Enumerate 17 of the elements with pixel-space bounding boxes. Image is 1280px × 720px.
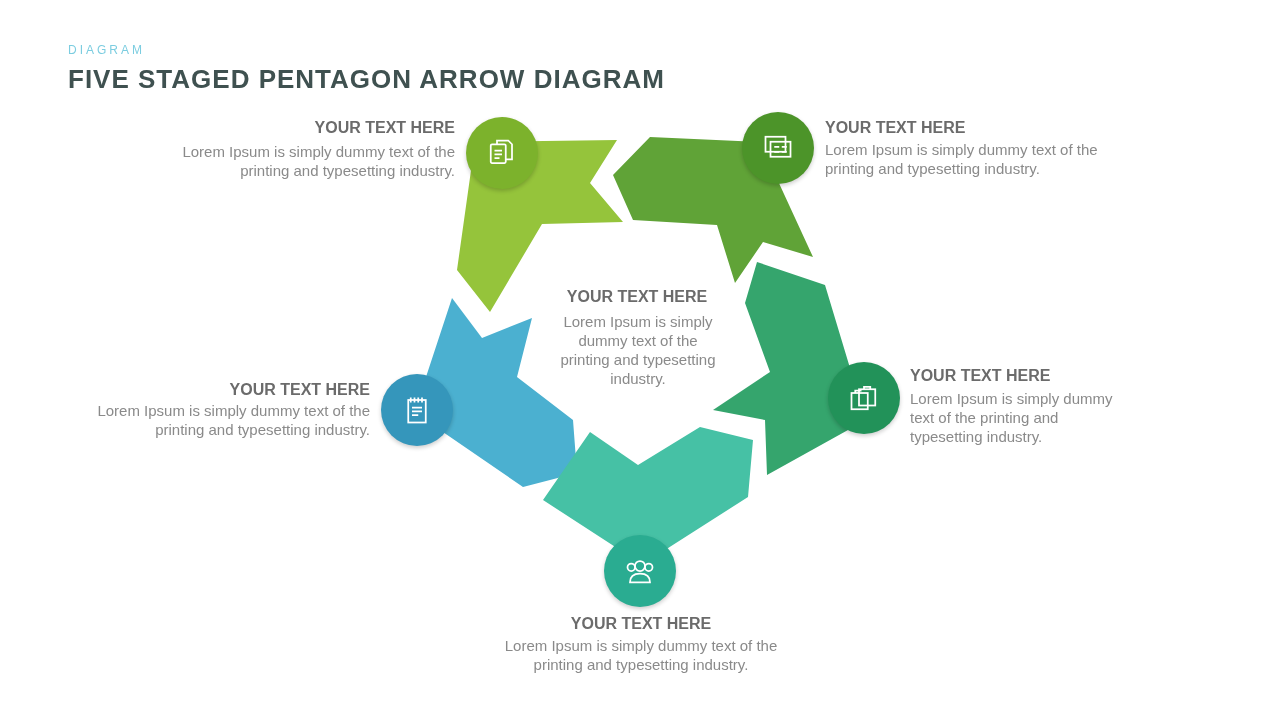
body-text: Lorem Ipsum is simply dummy text of the printing and typesetting industry. [825,140,1099,178]
body-text: Lorem Ipsum is simply dummy text of the printing and typesetting industry. [910,389,1114,446]
heading: YOUR TEXT HERE [228,380,370,400]
title: FIVE STAGED PENTAGON ARROW DIAGRAM [68,64,665,95]
heading: YOUR TEXT HERE [313,118,455,138]
body-text: Lorem Ipsum is simply dummy text of the printing and typesetting industry. [503,636,779,674]
arrow-segment [713,262,850,475]
body-text: Lorem Ipsum is simply dummy text of the printing and typesetting industry. [559,312,717,388]
body-text: Lorem Ipsum is simply dummy text of the printing and typesetting industry. [181,142,455,180]
heading: YOUR TEXT HERE [910,366,1052,386]
body-text: Lorem Ipsum is simply dummy text of the printing and typesetting industry. [96,401,370,439]
heading: YOUR TEXT HERE [565,287,709,307]
heading: YOUR TEXT HERE [569,614,713,634]
arrow-segment [613,137,813,283]
heading: YOUR TEXT HERE [825,118,967,138]
section-label: DIAGRAM [68,43,145,57]
arrow-segment [543,427,753,550]
